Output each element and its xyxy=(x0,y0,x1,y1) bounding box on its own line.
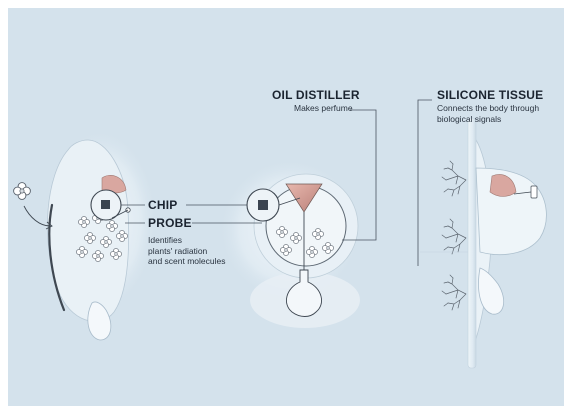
silicone-tissue-device xyxy=(420,118,546,368)
chip-label: CHIP xyxy=(148,198,177,212)
probe-label: PROBE xyxy=(148,216,192,230)
oil-distiller-description: Makes perfume xyxy=(294,103,353,114)
probe-description: Identifies plants' radiation and scent m… xyxy=(148,235,226,267)
silicone-tissue-leader-line xyxy=(418,100,432,266)
silicone-tissue-label: SILICONE TISSUE xyxy=(437,88,543,102)
external-flower-icon xyxy=(14,183,31,200)
oil-distiller-label: OIL DISTILLER xyxy=(272,88,360,102)
pendant-device xyxy=(218,158,362,328)
ear-device xyxy=(14,128,158,340)
silicone-tissue-description: Connects the body through biological sig… xyxy=(437,103,539,124)
